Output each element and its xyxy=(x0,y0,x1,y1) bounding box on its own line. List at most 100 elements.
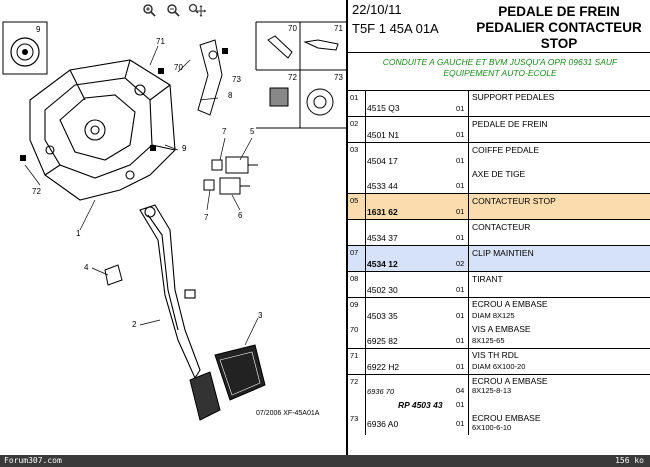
part-spec: DIAM 8X125 xyxy=(472,311,515,320)
table-row[interactable]: 02 4501 N1 01 PEDALE DE FREIN xyxy=(348,116,650,142)
table-row[interactable]: 08 4502 30 01 TIRANT xyxy=(348,271,650,297)
nuts-72 xyxy=(20,48,228,161)
callout-label: 6 xyxy=(238,211,243,220)
detail-label: 72 xyxy=(288,73,297,82)
note-line: CONDUITE A GAUCHE ET BVM JUSQU'A OPR 096… xyxy=(382,57,618,67)
table-row[interactable]: 71 6922 H2 01 VIS TH RDL DIAM 6X100-20 xyxy=(348,348,650,374)
catalog-date: 22/10/11 xyxy=(352,2,402,17)
parts-panel: 22/10/11 T5F 1 45A 01A PEDALE DE FREIN P… xyxy=(348,0,650,455)
part-number: 4503 35 xyxy=(367,311,398,321)
part-number: 4501 N1 xyxy=(367,130,400,140)
site-watermark: Forum307.com xyxy=(4,456,62,465)
part-qty: 01 xyxy=(456,285,465,294)
file-size: 156 ko xyxy=(615,456,644,465)
stop-switch-parts xyxy=(203,156,258,195)
row-index: 71 xyxy=(350,351,359,360)
row-index: 70 xyxy=(350,325,359,334)
part-description: COIFFE PEDALE xyxy=(472,145,540,155)
part-spec: 6X100-6-10 xyxy=(472,423,512,432)
detail-label: 71 xyxy=(334,24,343,33)
part-number: 6925 82 xyxy=(367,336,398,346)
zoom-out-icon[interactable] xyxy=(164,2,182,18)
callout-label: 3 xyxy=(258,311,263,320)
part-qty: 01 xyxy=(456,207,465,216)
callout-label: 73 xyxy=(232,75,241,84)
diagram-toolbar xyxy=(140,2,206,18)
row-index: 03 xyxy=(350,145,359,154)
title-line: PEDALIER CONTACTEUR xyxy=(476,20,642,35)
part-spec: DIAM 6X100-20 xyxy=(472,362,526,371)
part-description: VIS TH RDL xyxy=(472,350,519,360)
part-description: TIRANT xyxy=(472,274,503,284)
row-index: 72 xyxy=(350,377,359,386)
row-index: 01 xyxy=(350,93,359,102)
part-number: 6936 70 xyxy=(367,387,395,396)
part-number: 4504 17 xyxy=(367,156,398,166)
part-number: 6922 H2 xyxy=(367,362,400,372)
replacement-part-number: RP 4503 43 xyxy=(398,400,443,410)
part-number: 6936 A0 xyxy=(367,419,399,429)
part-number: 4533 44 xyxy=(367,181,398,191)
callout-label: 7 xyxy=(222,127,227,136)
zoom-in-icon[interactable] xyxy=(140,2,158,18)
table-row[interactable]: 70 6925 82 01 VIS A EMBASE 8X125-65 xyxy=(348,323,650,348)
part-qty: 01 xyxy=(456,311,465,320)
callout-label: 5 xyxy=(250,127,255,136)
detail-circle-9 xyxy=(2,21,48,75)
callout-label: 1 xyxy=(76,229,81,238)
detail-box-72-73 xyxy=(256,70,346,129)
row-index: 05 xyxy=(350,196,359,205)
table-row[interactable]: 03 4504 17 01 COIFFE PEDALE AXE DE TIGE … xyxy=(348,142,650,193)
row-index: 08 xyxy=(350,274,359,283)
part-number: 4534 37 xyxy=(367,233,398,243)
part-qty: 01 xyxy=(456,130,465,139)
note-line: EQUIPEMENT AUTO-ECOLE xyxy=(443,68,557,78)
callout-label: 8 xyxy=(228,91,233,100)
page-title: PEDALE DE FREIN PEDALIER CONTACTEUR STOP xyxy=(468,4,650,52)
part-qty: 01 xyxy=(456,181,465,190)
lower-pedal-pad xyxy=(189,371,221,421)
callout-label: 7 xyxy=(204,213,209,222)
part-qty: 01 xyxy=(456,362,465,371)
status-bar: Forum307.com 156 ko xyxy=(0,455,650,467)
callout-label: 4 xyxy=(84,263,89,272)
part-description: SUPPORT PEDALES xyxy=(472,92,555,102)
title-line: STOP xyxy=(540,36,578,51)
pedal-support-bracket xyxy=(29,59,176,201)
clip-part xyxy=(104,264,123,286)
part-number: 1631 62 xyxy=(367,207,398,217)
part-number: 4515 Q3 xyxy=(367,103,400,113)
leader-lines xyxy=(24,45,259,346)
table-row[interactable]: 01 4515 Q3 01 SUPPORT PEDALES xyxy=(348,90,650,116)
diagram-panel: 9 71 70 73 8 7 5 9 72 6 7 1 4 2 3 70 71 … xyxy=(2,0,348,455)
table-row-highlighted[interactable]: 07 4534 12 02 CLIP MAINTIEN xyxy=(348,245,650,271)
brake-pedal-arm xyxy=(139,204,201,380)
callout-label: 71 xyxy=(156,37,165,46)
part-description: CLIP MAINTIEN xyxy=(472,248,534,258)
table-row[interactable]: 4534 37 01 CONTACTEUR xyxy=(348,219,650,245)
parts-table: 01 4515 Q3 01 SUPPORT PEDALES 02 4501 N1… xyxy=(348,90,650,435)
part-description: ECROU A EMBASE xyxy=(472,376,548,386)
row-index: 09 xyxy=(350,300,359,309)
brake-pedal-exploded-diagram: 9 71 70 73 8 7 5 9 72 6 7 1 4 2 3 70 71 … xyxy=(2,21,346,421)
part-number: 4502 30 xyxy=(367,285,398,295)
title-line: PEDALE DE FREIN xyxy=(498,4,620,19)
pan-zoom-icon[interactable] xyxy=(188,2,206,18)
part-qty: 01 xyxy=(456,104,465,113)
part-qty: 01 xyxy=(456,419,465,428)
part-description: CONTACTEUR xyxy=(472,222,531,232)
table-row[interactable]: 09 4503 35 01 ECROU A EMBASE DIAM 8X125 xyxy=(348,297,650,323)
detail-label: 70 xyxy=(288,24,297,33)
callout-labels: 9 71 70 73 8 7 5 9 72 6 7 1 4 2 3 70 71 … xyxy=(32,24,343,329)
callout-label: 9 xyxy=(182,144,187,153)
table-row[interactable]: 72 6936 70 04 ECROU A EMBASE 8X125-8-13 xyxy=(348,374,650,400)
diagram-reference: 07/2006 XF-45A01A xyxy=(256,410,320,417)
rod-tirant xyxy=(197,39,223,116)
brake-pedal-pad xyxy=(214,344,266,401)
part-description: AXE DE TIGE xyxy=(472,169,526,179)
applicability-note: CONDUITE A GAUCHE ET BVM JUSQU'A OPR 096… xyxy=(352,57,648,79)
header-divider xyxy=(348,52,650,53)
table-row-replacement[interactable]: RP 4503 43 01 xyxy=(348,400,650,412)
table-row[interactable]: 73 6936 A0 01 ECROU EMBASE 6X100-6-10 xyxy=(348,412,650,435)
table-row-highlighted[interactable]: 05 1631 62 01 CONTACTEUR STOP xyxy=(348,193,650,219)
